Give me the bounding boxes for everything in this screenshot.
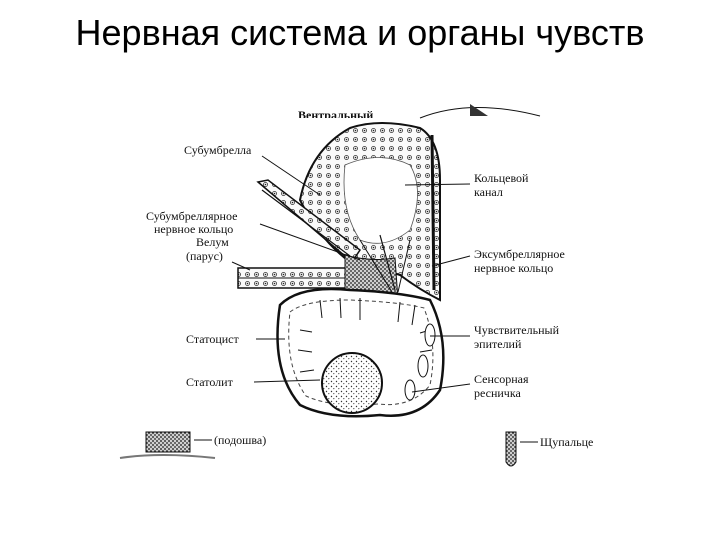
label-sensory-epithelium-2: эпителий bbox=[474, 337, 522, 351]
label-velum-2: (парус) bbox=[186, 249, 223, 263]
label-ring-canal-1: Кольцевой bbox=[474, 171, 529, 185]
nerve-ring-junction bbox=[344, 234, 411, 301]
tentacle-inset bbox=[505, 431, 517, 467]
label-subumbrella-ring-1: Субумбреллярное bbox=[146, 209, 237, 223]
top-marker bbox=[470, 104, 488, 116]
label-statocyst: Статоцист bbox=[186, 332, 240, 346]
velum-band bbox=[237, 267, 367, 289]
label-subumbrella-ring-2: нервное кольцо bbox=[154, 222, 233, 236]
label-sensory-cilium-1: Сенсорная bbox=[474, 372, 529, 386]
label-sole: (подошва) bbox=[214, 433, 266, 447]
sole-inset bbox=[119, 431, 216, 459]
exumbrella-epidermis bbox=[430, 134, 436, 291]
sensory-epithelium bbox=[404, 323, 436, 401]
label-exumbrella-ring-1: Эксумбреллярное bbox=[474, 247, 565, 261]
slide-title: Нервная система и органы чувств bbox=[75, 12, 645, 53]
label-statolith: Статолит bbox=[186, 375, 234, 389]
label-ring-canal-2: канал bbox=[474, 185, 503, 199]
top-label-partial: Вентральный bbox=[298, 108, 373, 122]
label-subumbrella: Субумбрелла bbox=[184, 143, 252, 157]
statolith bbox=[321, 352, 383, 414]
ring-canal-lumen bbox=[343, 157, 418, 244]
label-velum-1: Велум bbox=[196, 235, 229, 249]
label-sensory-cilium-2: ресничка bbox=[474, 386, 521, 400]
label-tentacle: Щупальце bbox=[540, 435, 593, 449]
statocyst-vesicle bbox=[276, 287, 445, 418]
subumbrella-band bbox=[256, 179, 362, 264]
leader-lines bbox=[194, 155, 538, 443]
label-exumbrella-ring-2: нервное кольцо bbox=[474, 261, 553, 275]
label-sensory-epithelium-1: Чувствительный bbox=[474, 323, 560, 337]
